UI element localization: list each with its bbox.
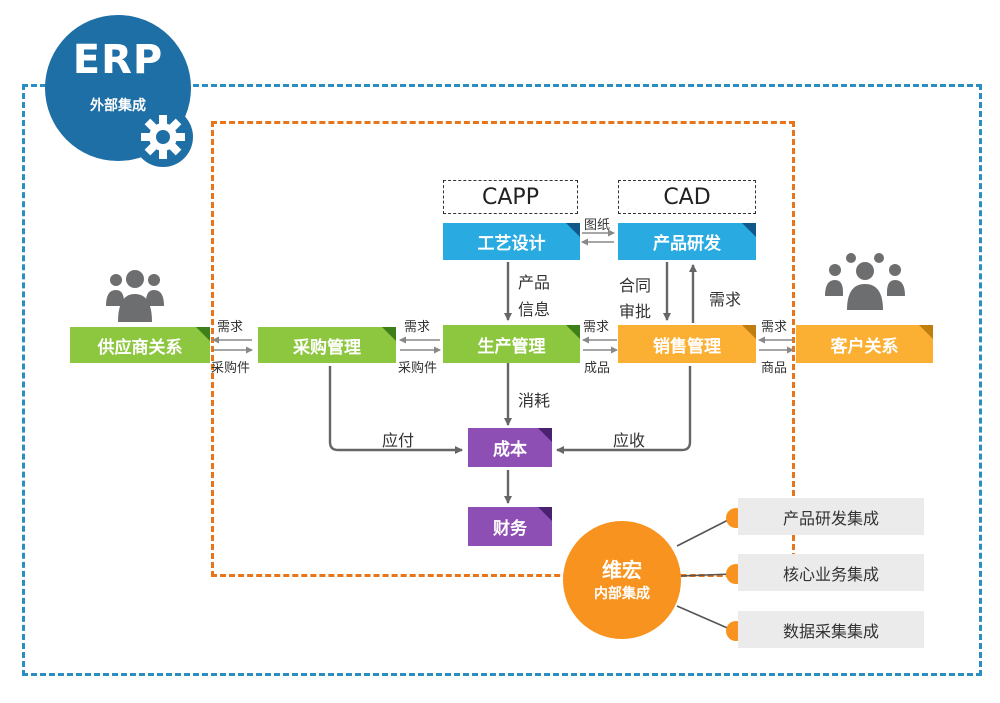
external-integration-frame [22, 84, 982, 676]
cad-label: CAD [663, 184, 711, 210]
flow-label-contract-1: 合同 [619, 276, 652, 295]
integration-item-data: 数据采集集成 [738, 611, 924, 648]
integration-item-core: 核心业务集成 [738, 554, 924, 591]
finance-box: 财务 [468, 507, 552, 546]
integration-item-rd: 产品研发集成 [738, 498, 924, 535]
supplier-people-icon [106, 270, 164, 322]
finance-label: 财务 [493, 519, 527, 539]
production-management-box: 生产管理 [443, 325, 580, 363]
customer-people-icon [825, 253, 905, 310]
internal-integration-title: 维宏 [602, 558, 642, 582]
cost-box: 成本 [468, 428, 552, 467]
sales-management-label: 销售管理 [653, 336, 721, 357]
flow-label-drawings: 图纸 [584, 218, 611, 233]
flow-label-supplier-demand: 需求 [217, 320, 244, 335]
flow-label-customer-demand: 需求 [761, 320, 788, 335]
flow-label-product-info-1: 产品 [518, 273, 551, 292]
flow-label-payable: 应付 [382, 431, 415, 450]
internal-integration-circle: 维宏 内部集成 [563, 521, 681, 639]
flow-label-sales-goods: 成品 [584, 361, 611, 376]
customer-relations-box: 客户关系 [796, 325, 933, 363]
cad-box: CAD [618, 180, 756, 214]
sales-management-box: 销售管理 [618, 325, 756, 363]
capp-label: CAPP [482, 184, 539, 210]
purchase-management-box: 采购管理 [258, 327, 396, 363]
process-design-label: 工艺设计 [477, 234, 546, 254]
product-rd-label: 产品研发 [653, 234, 721, 254]
customer-relations-label: 客户关系 [830, 336, 899, 357]
gear-icon [133, 107, 193, 167]
production-management-label: 生产管理 [477, 336, 546, 357]
purchase-management-label: 采购管理 [293, 337, 361, 358]
product-rd-box: 产品研发 [618, 223, 756, 260]
supplier-relations-box: 供应商关系 [70, 327, 210, 363]
integration-item-label: 数据采集集成 [782, 621, 879, 641]
internal-integration-subtitle: 内部集成 [594, 586, 650, 602]
flow-label-supplier-parts: 采购件 [211, 361, 251, 376]
flow-label-sales-demand: 需求 [583, 320, 610, 335]
integration-item-label: 核心业务集成 [782, 564, 879, 584]
flow-label-customer-goods: 商品 [761, 361, 788, 376]
supplier-relations-label: 供应商关系 [97, 337, 183, 358]
erp-title: ERP [72, 37, 164, 83]
process-design-box: 工艺设计 [443, 223, 580, 260]
flow-label-contract-2: 审批 [619, 302, 652, 321]
flow-label-prod-demand: 需求 [404, 320, 431, 335]
flow-label-receivable: 应收 [613, 431, 646, 450]
integration-item-label: 产品研发集成 [782, 508, 879, 528]
flow-label-prod-parts: 采购件 [398, 361, 438, 376]
flow-label-consumption: 消耗 [518, 391, 551, 410]
flow-label-product-info-2: 信息 [518, 300, 551, 319]
cost-label: 成本 [493, 440, 527, 460]
flow-label-rd-demand: 需求 [709, 290, 742, 309]
erp-subtitle: 外部集成 [90, 98, 146, 114]
capp-box: CAPP [443, 180, 578, 214]
